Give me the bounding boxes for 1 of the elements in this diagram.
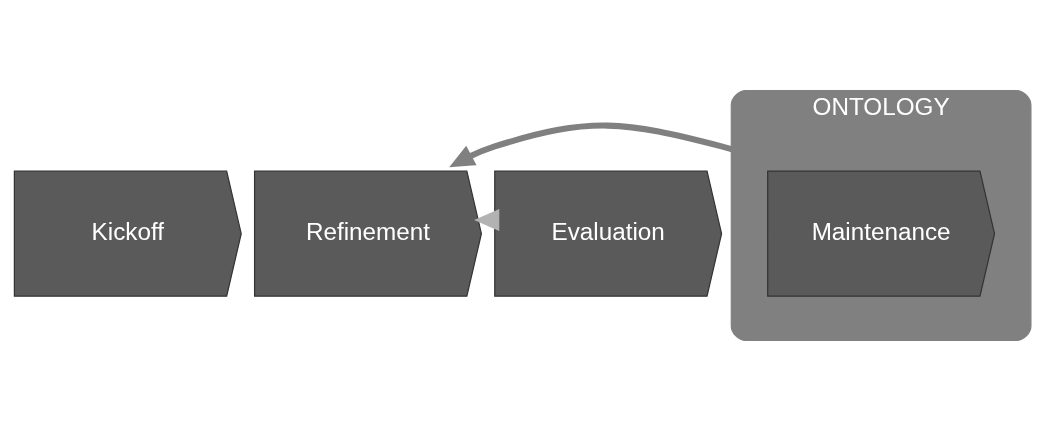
arrow bbox=[474, 208, 500, 231]
